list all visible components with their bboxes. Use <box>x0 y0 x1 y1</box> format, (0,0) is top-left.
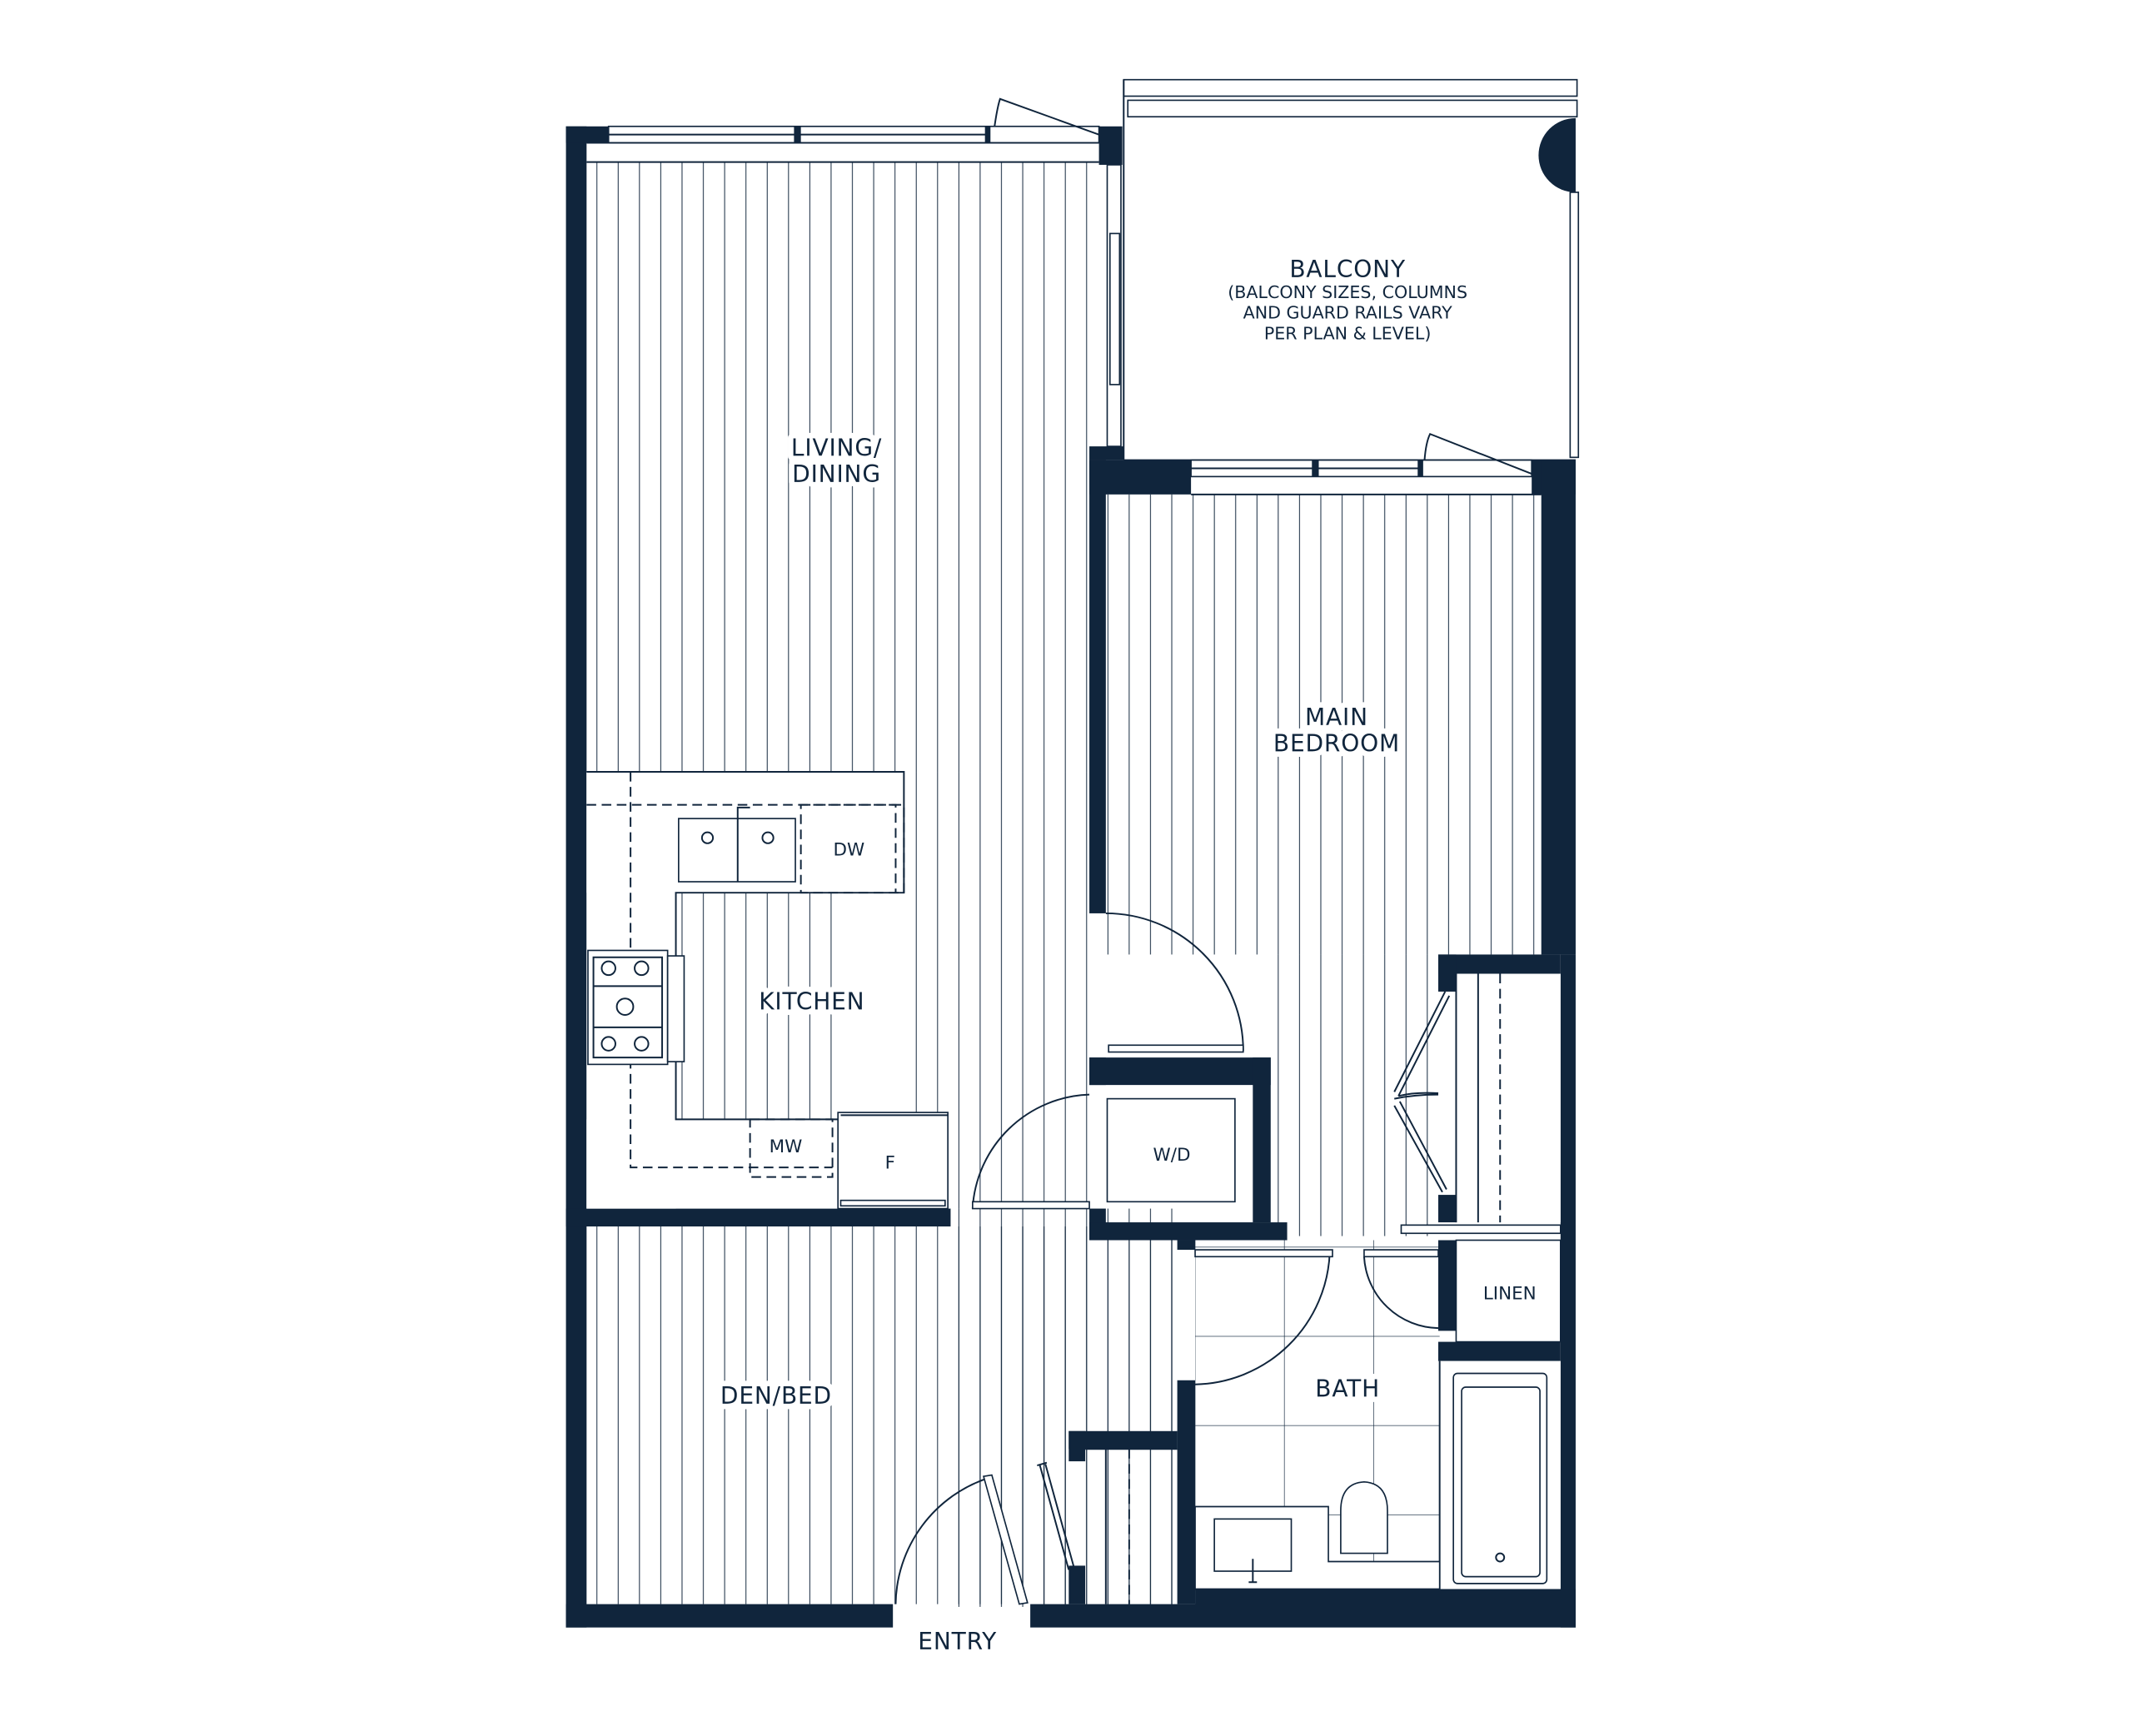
bath-fixtures <box>1194 1360 1561 1590</box>
label-linen: LINEN <box>1483 1283 1537 1304</box>
linen-closet <box>1455 1239 1562 1343</box>
entry-closet <box>1037 1448 1178 1604</box>
balcony-column <box>1538 117 1576 192</box>
balcony-note-1: (BALCONY SIZES, COLUMNS <box>1228 282 1467 302</box>
windows <box>586 97 1542 495</box>
label-balcony: BALCONY <box>1289 256 1406 283</box>
label-bedroom: BEDROOM <box>1273 729 1400 757</box>
dishwasher <box>800 803 905 894</box>
doors <box>894 912 1439 1605</box>
bedroom-closet <box>1393 973 1562 1235</box>
label-main: MAIN <box>1305 704 1368 731</box>
label-fridge: F <box>885 1153 895 1174</box>
balcony-note-2: AND GUARD RAILS VARY <box>1243 303 1452 323</box>
microwave <box>749 1118 834 1178</box>
label-mw: MW <box>770 1137 803 1157</box>
washer-dryer <box>1106 1097 1236 1203</box>
label-kitchen: KITCHEN <box>759 987 864 1015</box>
label-den: DEN/BED <box>720 1382 832 1410</box>
label-entry: ENTRY <box>918 1628 997 1655</box>
kitchen-counter <box>586 771 949 1210</box>
label-dw: DW <box>834 840 865 861</box>
toilet <box>1340 1480 1388 1554</box>
label-wd: W/D <box>1153 1145 1191 1166</box>
fridge <box>837 1112 949 1210</box>
label-bath: BATH <box>1315 1375 1380 1403</box>
stove <box>587 949 669 1066</box>
label-living: LIVING/ <box>791 435 882 462</box>
walls <box>565 126 1576 1628</box>
label-dining: DINING <box>792 460 881 488</box>
balcony-note-3: PER PLAN & LEVEL) <box>1264 323 1432 343</box>
